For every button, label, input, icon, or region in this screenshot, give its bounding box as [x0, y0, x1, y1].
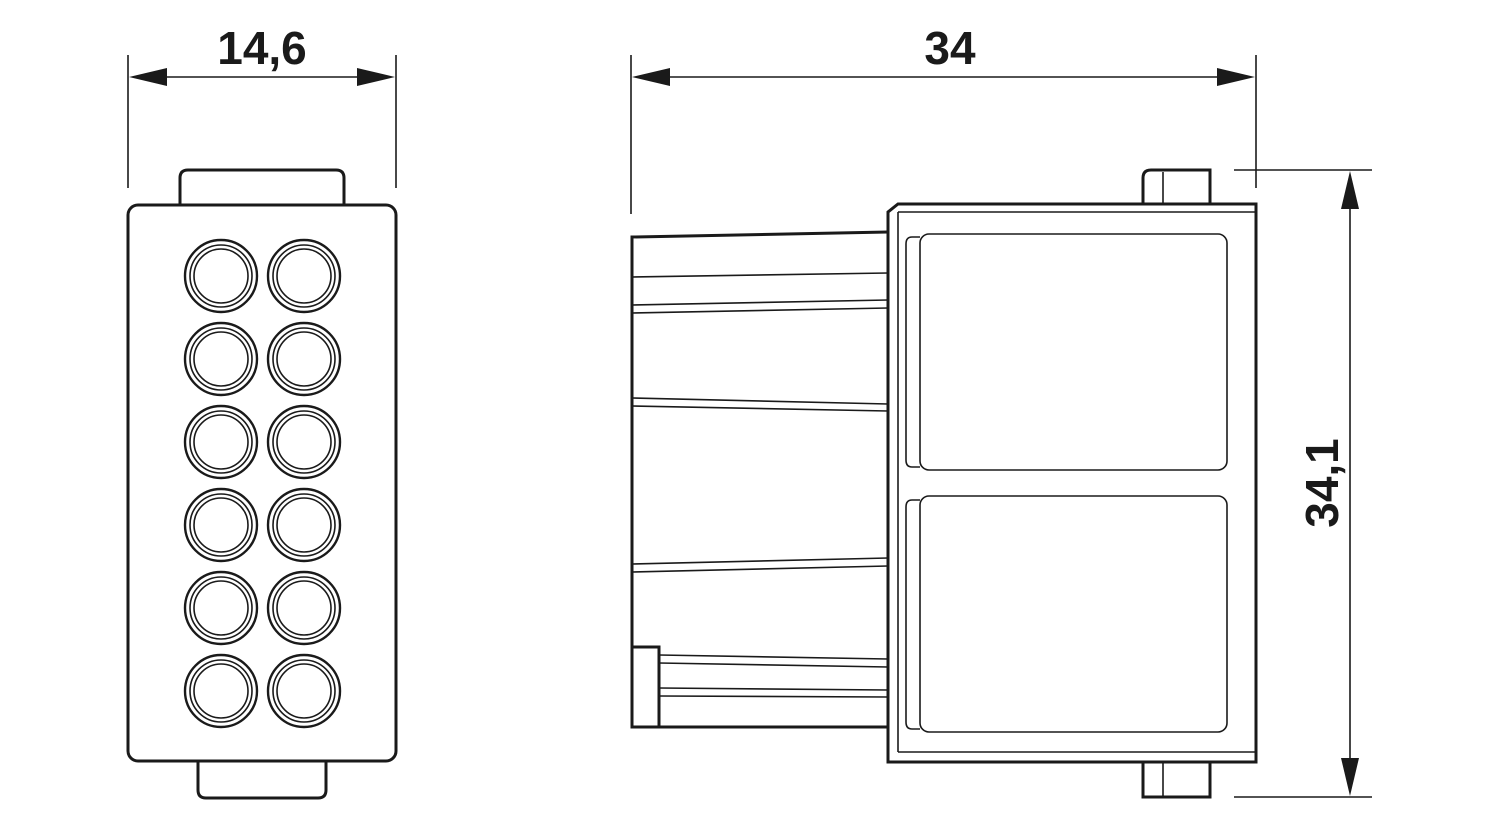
- side-upper-window: [919, 233, 1228, 471]
- front-bottom-latch: [196, 760, 328, 800]
- side-view: [630, 168, 1258, 799]
- contact-hole: [266, 404, 342, 480]
- side-front-housing: [886, 202, 1258, 764]
- contact-hole: [183, 653, 259, 729]
- contact-hole: [266, 321, 342, 397]
- contact-hole: [266, 487, 342, 563]
- arrow-right-icon: [1217, 68, 1255, 86]
- side-rear-ribs: [631, 272, 889, 698]
- side-rear-body: [630, 230, 889, 729]
- front-housing: [126, 203, 398, 763]
- contact-hole: [183, 321, 259, 397]
- arrow-down-icon: [1341, 758, 1359, 796]
- side-length-dimension: 34: [630, 22, 1257, 214]
- side-height-dimension: 34,1: [1234, 169, 1372, 798]
- arrow-up-icon: [1341, 171, 1359, 209]
- front-width-dimension: 14,6: [127, 22, 397, 188]
- contact-grid: [183, 238, 342, 729]
- arrow-right-icon: [357, 68, 395, 86]
- side-rear-step: [630, 645, 661, 729]
- side-height-label: 34,1: [1296, 438, 1348, 528]
- side-lower-window-frame: [905, 499, 920, 730]
- side-top-latch: [1141, 168, 1212, 205]
- side-lower-window: [919, 495, 1228, 733]
- contact-hole: [266, 653, 342, 729]
- front-width-label: 14,6: [217, 22, 307, 74]
- arrow-left-icon: [129, 68, 167, 86]
- side-length-label: 34: [924, 22, 976, 74]
- side-upper-window-frame: [905, 236, 920, 468]
- arrow-left-icon: [632, 68, 670, 86]
- front-view: [126, 168, 398, 800]
- contact-hole: [183, 404, 259, 480]
- front-top-latch: [178, 168, 346, 206]
- contact-hole: [266, 570, 342, 646]
- contact-hole: [183, 570, 259, 646]
- contact-hole: [266, 238, 342, 314]
- contact-hole: [183, 487, 259, 563]
- side-bottom-latch: [1141, 762, 1212, 799]
- contact-hole: [183, 238, 259, 314]
